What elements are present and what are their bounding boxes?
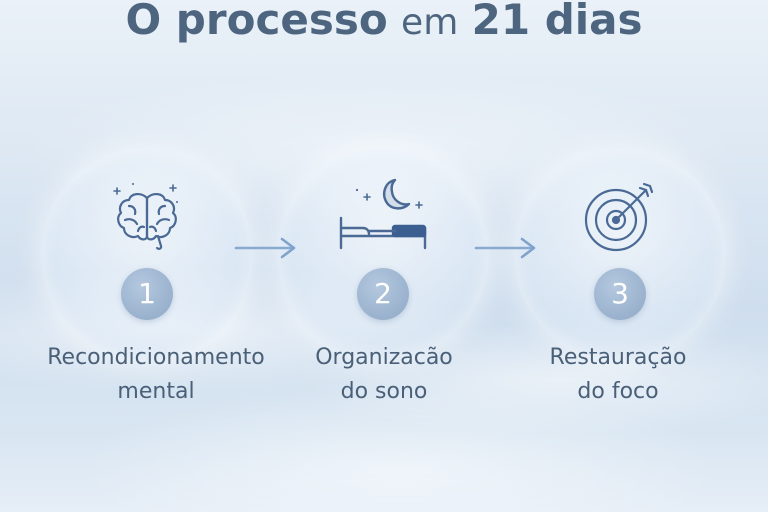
arrow-right-icon	[472, 233, 542, 263]
title-part-3: 21 dias	[472, 0, 643, 44]
brain-icon	[107, 176, 187, 256]
step-1-label-line-1: Recondicionamento	[36, 341, 276, 375]
arrow-right-icon	[232, 233, 302, 263]
page-title: O processo em 21 dias	[0, 0, 768, 49]
step-3-circle: 3	[514, 148, 726, 360]
bed-moon-icon	[333, 176, 433, 256]
step-2-label: Organizacão do sono	[264, 341, 504, 409]
step-2-label-line-2: do sono	[264, 375, 504, 409]
step-3-badge: 3	[594, 268, 646, 320]
step-3-label-line-2: do foco	[498, 375, 738, 409]
step-2-badge: 2	[357, 268, 409, 320]
step-3-label: Restauração do foco	[498, 341, 738, 409]
step-3-label-line-1: Restauração	[498, 341, 738, 375]
step-1-label: Recondicionamento mental	[36, 341, 276, 409]
target-icon	[580, 176, 660, 256]
step-2-label-line-1: Organizacão	[264, 341, 504, 375]
step-1-label-line-2: mental	[36, 375, 276, 409]
title-part-2: em	[401, 2, 458, 43]
step-2-circle: 2	[277, 148, 489, 360]
title-part-1: O processo	[125, 0, 387, 44]
step-1-badge: 1	[121, 268, 173, 320]
step-1-circle: 1	[41, 148, 253, 360]
